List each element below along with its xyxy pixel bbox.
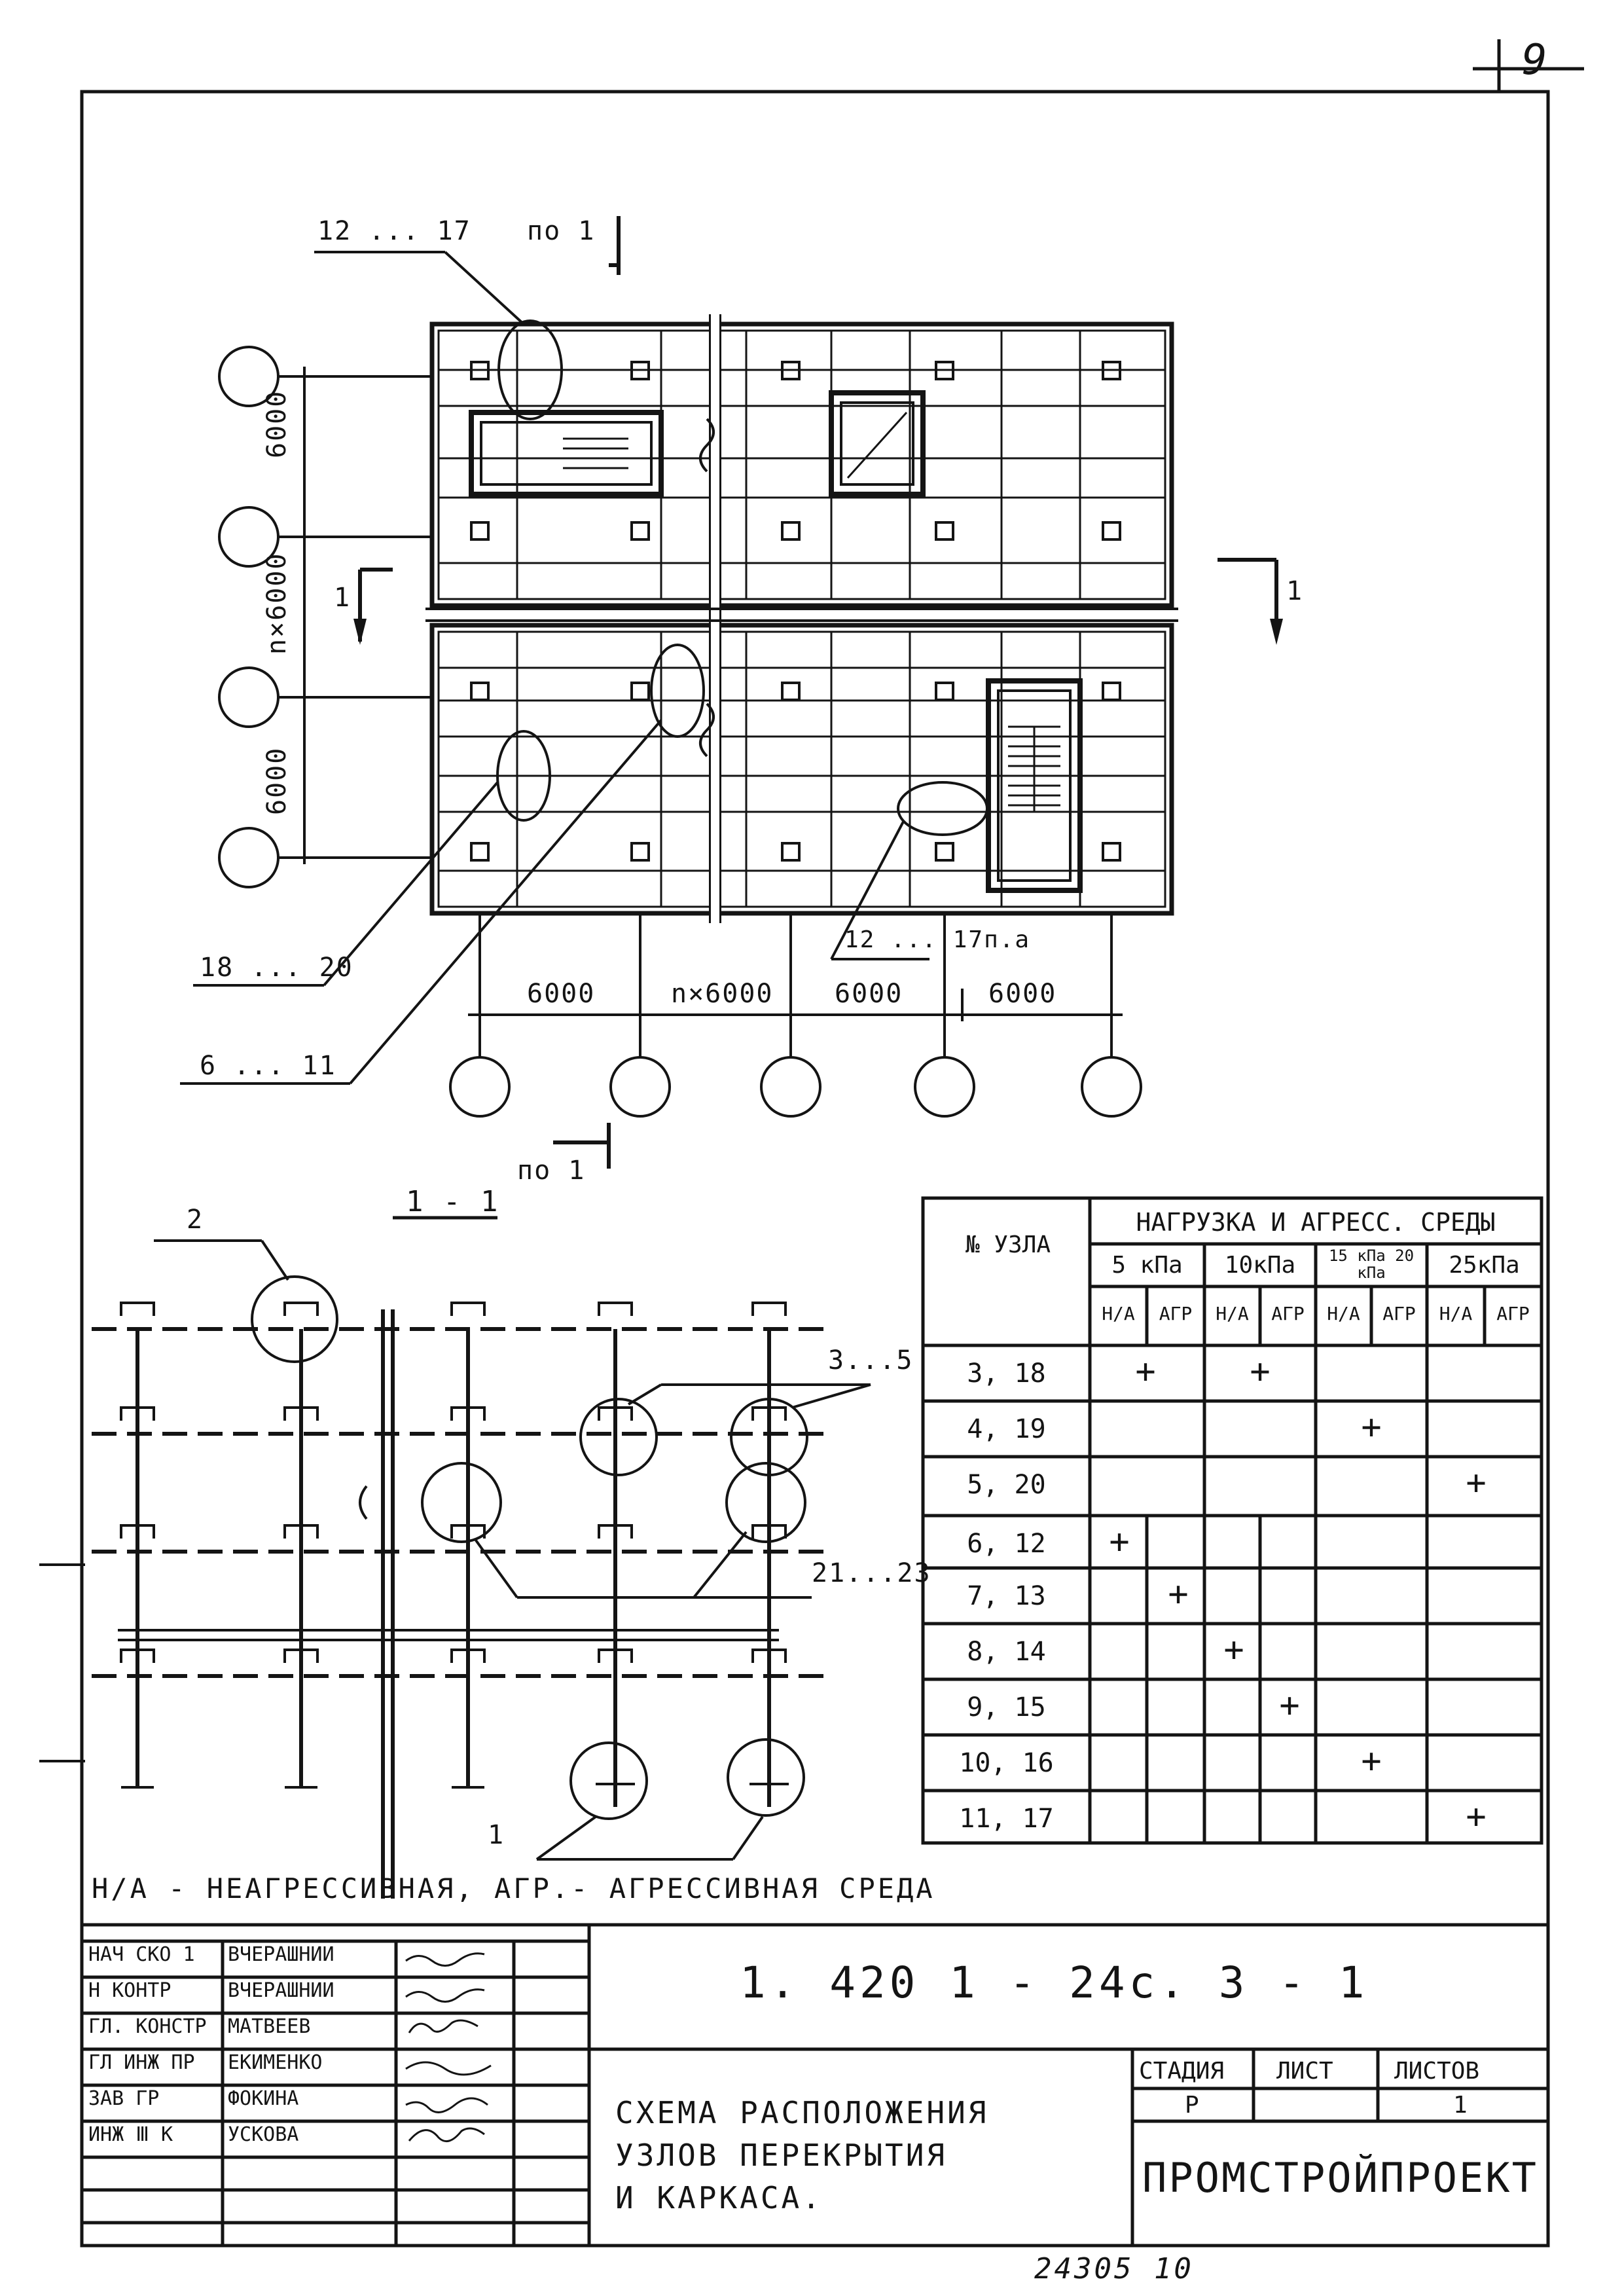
section-mark-bottom: по 1	[517, 1156, 586, 1186]
leader-label-12-17pa: 12 ... 17п.а	[844, 926, 1031, 953]
description-line-1: СХЕМА РАСПОЛОЖЕНИЯ	[615, 2095, 989, 2130]
table-row-node: 4, 19	[967, 1414, 1046, 1444]
signature-1	[405, 1952, 485, 1967]
leader-label-2: 2	[187, 1205, 204, 1235]
sub-header-agr-1: АГР	[1159, 1303, 1193, 1324]
sub-header-na-2: Н/А	[1216, 1303, 1249, 1324]
section-mark-top: по 1	[527, 216, 596, 246]
person-name: ЕКИМЕНКО	[228, 2051, 323, 2074]
person-name: ВЧЕРАШНИИ	[228, 1943, 334, 1966]
role-label: ГЛ ИНЖ ПР	[88, 2051, 195, 2074]
person-name: УСКОВА	[228, 2123, 299, 2146]
title-block-grid	[82, 1923, 1548, 2246]
role-label: ГЛ. КОНСТР	[88, 2015, 207, 2038]
table-row-mark: +	[1168, 1575, 1189, 1614]
leader-label-3-5: 3...5	[828, 1345, 914, 1376]
sub-header-agr-2: АГР	[1271, 1303, 1305, 1324]
section-mark-left: 1	[334, 583, 352, 613]
section-mark-right: 1	[1286, 576, 1304, 606]
table-row-mark: +	[1250, 1352, 1271, 1391]
table-header-group: НАГРУЗКА И АГРЕСС. СРЕДЫ	[1136, 1208, 1496, 1237]
sheets-label: ЛИСТОВ	[1394, 2058, 1480, 2085]
table-row-mark: +	[1135, 1352, 1156, 1391]
section-title: 1 - 1	[406, 1185, 499, 1218]
sheet-number: 9	[1522, 36, 1549, 84]
load-header-15-20: 15 кПа 20 кПа	[1328, 1247, 1415, 1282]
table-row-mark: +	[1109, 1522, 1130, 1561]
organization-name: ПРОМСТРОЙПРОЕКТ	[1142, 2154, 1538, 2202]
stage-value: Р	[1185, 2092, 1199, 2119]
leader-label-21-23: 21...23	[812, 1558, 931, 1588]
section-frame-drawing	[39, 1216, 871, 1899]
dim-horizontal-1: 6000	[527, 979, 596, 1009]
node-table-grid	[921, 1196, 1543, 1845]
inventory-number: 24305 10	[1034, 2252, 1194, 2286]
table-row-node: 8, 14	[967, 1637, 1046, 1667]
table-row-node: 5, 20	[967, 1470, 1046, 1500]
table-row-node: 3, 18	[967, 1358, 1046, 1389]
leader-label-12-17: 12 ... 17	[317, 216, 471, 246]
signature-6	[408, 2127, 485, 2143]
person-name: ВЧЕРАШНИИ	[228, 1979, 334, 2002]
table-row-mark: +	[1279, 1686, 1300, 1725]
dim-vertical-1: 6000	[262, 390, 292, 458]
leader-label-18-20: 18 ... 20	[200, 953, 353, 983]
dim-horizontal-3: 6000	[835, 979, 903, 1009]
person-name: ФОКИНА	[228, 2087, 299, 2110]
dim-vertical-2: n×6000	[262, 552, 292, 655]
sub-header-na-3: Н/А	[1327, 1303, 1360, 1324]
dim-horizontal-2: n×6000	[671, 979, 774, 1009]
table-row-mark: +	[1223, 1630, 1244, 1669]
table-row-node: 10, 16	[959, 1748, 1054, 1778]
floor-plan	[180, 216, 1283, 1169]
doc-code: 1. 420 1 - 24с. 3 - 1	[740, 1958, 1369, 2008]
person-name: МАТВЕЕВ	[228, 2015, 311, 2038]
load-header-10: 10кПа	[1224, 1252, 1296, 1279]
sub-header-na-4: Н/А	[1439, 1303, 1473, 1324]
sheet-label: ЛИСТ	[1276, 2058, 1333, 2085]
signature-4	[405, 2061, 492, 2076]
leader-label-6-11: 6 ... 11	[200, 1051, 336, 1081]
sheets-value: 1	[1453, 2092, 1468, 2119]
table-row-mark: +	[1466, 1463, 1487, 1503]
signature-3	[408, 2019, 478, 2033]
sheet-frame	[80, 90, 1550, 2248]
description-line-3: И КАРКАСА.	[615, 2180, 823, 2215]
signatures	[405, 1952, 492, 2143]
table-header-node: № УЗЛА	[965, 1231, 1051, 1258]
sub-header-agr-3: АГР	[1382, 1303, 1416, 1324]
signature-2	[405, 1988, 485, 2003]
table-row-mark: +	[1466, 1797, 1487, 1836]
legend-note: Н/А - НЕАГРЕССИВНАЯ, АГР.- АГРЕССИВНАЯ С…	[92, 1872, 935, 1904]
table-row-mark: +	[1361, 1408, 1382, 1447]
table-row-node: 7, 13	[967, 1581, 1046, 1611]
sub-header-agr-4: АГР	[1496, 1303, 1530, 1324]
role-label: Н КОНТР	[88, 1979, 171, 2002]
dim-vertical-3: 6000	[262, 746, 292, 815]
load-header-25: 25кПа	[1449, 1252, 1520, 1279]
signature-5	[405, 2097, 488, 2113]
stage-label: СТАДИЯ	[1139, 2058, 1225, 2085]
role-label: ИНЖ Ⅲ К	[88, 2123, 173, 2146]
table-row-mark: +	[1361, 1741, 1382, 1781]
load-header-5: 5 кПа	[1111, 1252, 1183, 1279]
table-row-node: 6, 12	[967, 1529, 1046, 1559]
description-line-2: УЗЛОВ ПЕРЕКРЫТИЯ	[615, 2138, 948, 2173]
role-label: НАЧ СКО 1	[88, 1943, 195, 1966]
sub-header-na-1: Н/А	[1102, 1303, 1135, 1324]
table-row-node: 9, 15	[967, 1692, 1046, 1722]
leader-label-1: 1	[488, 1820, 505, 1850]
dim-horizontal-4: 6000	[988, 979, 1057, 1009]
table-row-node: 11, 17	[959, 1804, 1054, 1834]
role-label: ЗАВ ГР	[88, 2087, 160, 2110]
